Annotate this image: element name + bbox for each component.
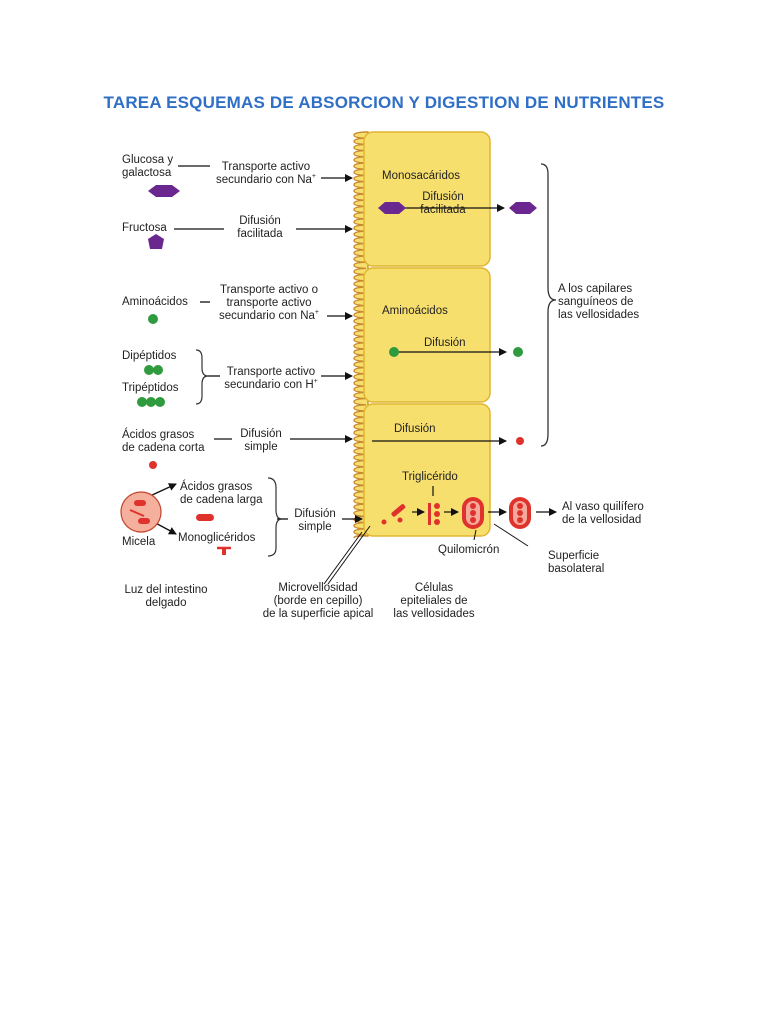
pointer-chylomicron [473, 529, 477, 541]
label-dipeptides: Dipéptidos [122, 350, 177, 362]
lipid-dot-b [397, 517, 403, 523]
epithelial-cell-3 [363, 403, 491, 537]
pointer-basolateral [493, 523, 529, 547]
glucose-hexagon [148, 185, 180, 197]
blood-aminoacid-sphere [513, 347, 523, 357]
micelle-mg [129, 509, 145, 517]
label-triglyceride: Triglicérido [402, 471, 458, 483]
tripeptide-sphere-1 [137, 397, 147, 407]
label-micelle: Micela [122, 536, 156, 548]
pointer-microvilli-1 [323, 531, 363, 585]
lipid-bar-a [391, 504, 406, 517]
label-chylomicron: Quilomicrón [438, 544, 500, 556]
lipid-dot-a [381, 519, 387, 525]
dipeptide-sphere-1 [144, 365, 154, 375]
micelle-fa-1 [134, 500, 146, 506]
tg-bar [428, 503, 431, 525]
dipeptide-sphere-2 [153, 365, 163, 375]
label-diffusion-aminoacids: Difusión [424, 337, 466, 349]
epithelial-cell-1 [363, 131, 491, 267]
cell-monosaccharide-hexagon [378, 202, 406, 214]
tg-dot-2 [434, 511, 440, 517]
blood-fa-dot [516, 437, 524, 445]
label-aminoacids: Aminoácidos [122, 296, 188, 308]
tg-dot-3 [434, 519, 440, 525]
label-monosaccharides: Monosacáridos [382, 170, 460, 182]
label-tripeptides: Tripéptidos [122, 382, 179, 394]
label-microvilli: Microvellosidad(borde en cepillo)de la s… [262, 582, 374, 620]
document-title: TAREA ESQUEMAS DE ABSORCION Y DIGESTION … [103, 93, 665, 112]
aminoacid-sphere [148, 314, 158, 324]
pointer-microvilli-2 [327, 525, 371, 585]
label-diffusion-fatty-acids: Difusión [394, 423, 436, 435]
label-fructose: Fructosa [122, 222, 167, 234]
micelle-circle [120, 491, 162, 533]
tripeptide-sphere-3 [155, 397, 165, 407]
capillaries-brace [540, 163, 557, 447]
peptides-brace [195, 349, 209, 405]
cell-aminoacid-sphere [389, 347, 399, 357]
diagram-graphics [120, 131, 557, 585]
fructose-pentagon [148, 234, 164, 249]
micelle-fa-2 [138, 518, 150, 524]
short-fa-dot [149, 461, 157, 469]
long-fa-icon [196, 514, 214, 521]
epithelial-cell-2 [363, 267, 491, 403]
monoglyceride-stem [222, 549, 226, 555]
tripeptide-sphere-2 [146, 397, 156, 407]
tg-dot-1 [434, 503, 440, 509]
label-cell-aminoacids: Aminoácidos [382, 305, 448, 317]
arrow-micelle-up [149, 483, 177, 497]
blood-monosaccharide-hexagon [509, 202, 537, 214]
lipid-brace [267, 477, 283, 557]
label-monoglycerides: Monoglicéridos [178, 532, 256, 544]
